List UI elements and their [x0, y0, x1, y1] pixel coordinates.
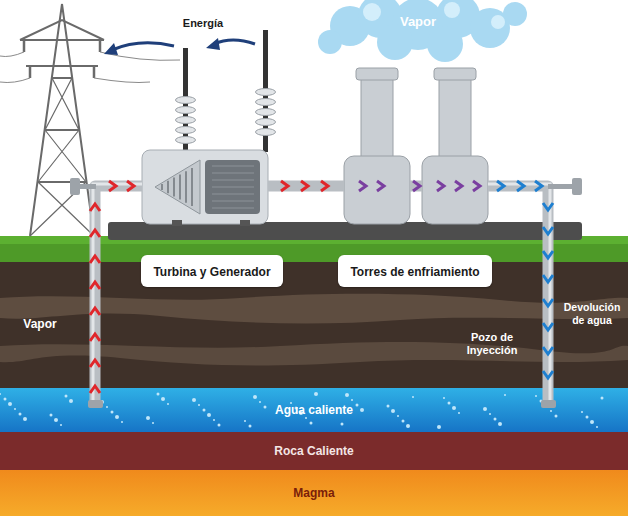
pipe-highlight: [93, 184, 550, 402]
flow-label: Devolución de agua: [560, 301, 624, 326]
power-wire: [94, 52, 180, 83]
turbine-generator: [142, 150, 268, 226]
pipe-flange: [70, 178, 582, 408]
flow-label: Vapor: [10, 317, 70, 331]
label-box: Torres de enfriamiento: [338, 255, 491, 287]
flow-label: Vapor: [378, 14, 458, 30]
pipe: [95, 186, 548, 404]
power-wire: [0, 52, 30, 83]
layer-label: Roca Caliente: [274, 444, 353, 458]
component-label: Torres de enfriamiento: [350, 265, 479, 279]
vapor-highlight: [363, 2, 505, 29]
vapor-cloud: [318, 0, 527, 62]
insulator-discs: [176, 89, 276, 144]
turbine-blades: [162, 166, 254, 208]
flow-label: Pozo de Inyección: [452, 331, 532, 357]
component-label: Turbina y Generador: [153, 265, 270, 279]
layer-label: Magma: [293, 486, 334, 500]
earth-layer: Roca Caliente: [0, 432, 628, 470]
insulator: [183, 30, 268, 152]
flow-arrows: [90, 181, 553, 393]
energy-label: Energía: [163, 17, 243, 30]
layer-label: Agua caliente: [275, 403, 353, 417]
label-box: Turbina y Generador: [141, 255, 282, 287]
energy-arrowhead: [104, 38, 220, 55]
earth-layer: Magma: [0, 470, 628, 516]
cooling-tower: [344, 68, 488, 224]
